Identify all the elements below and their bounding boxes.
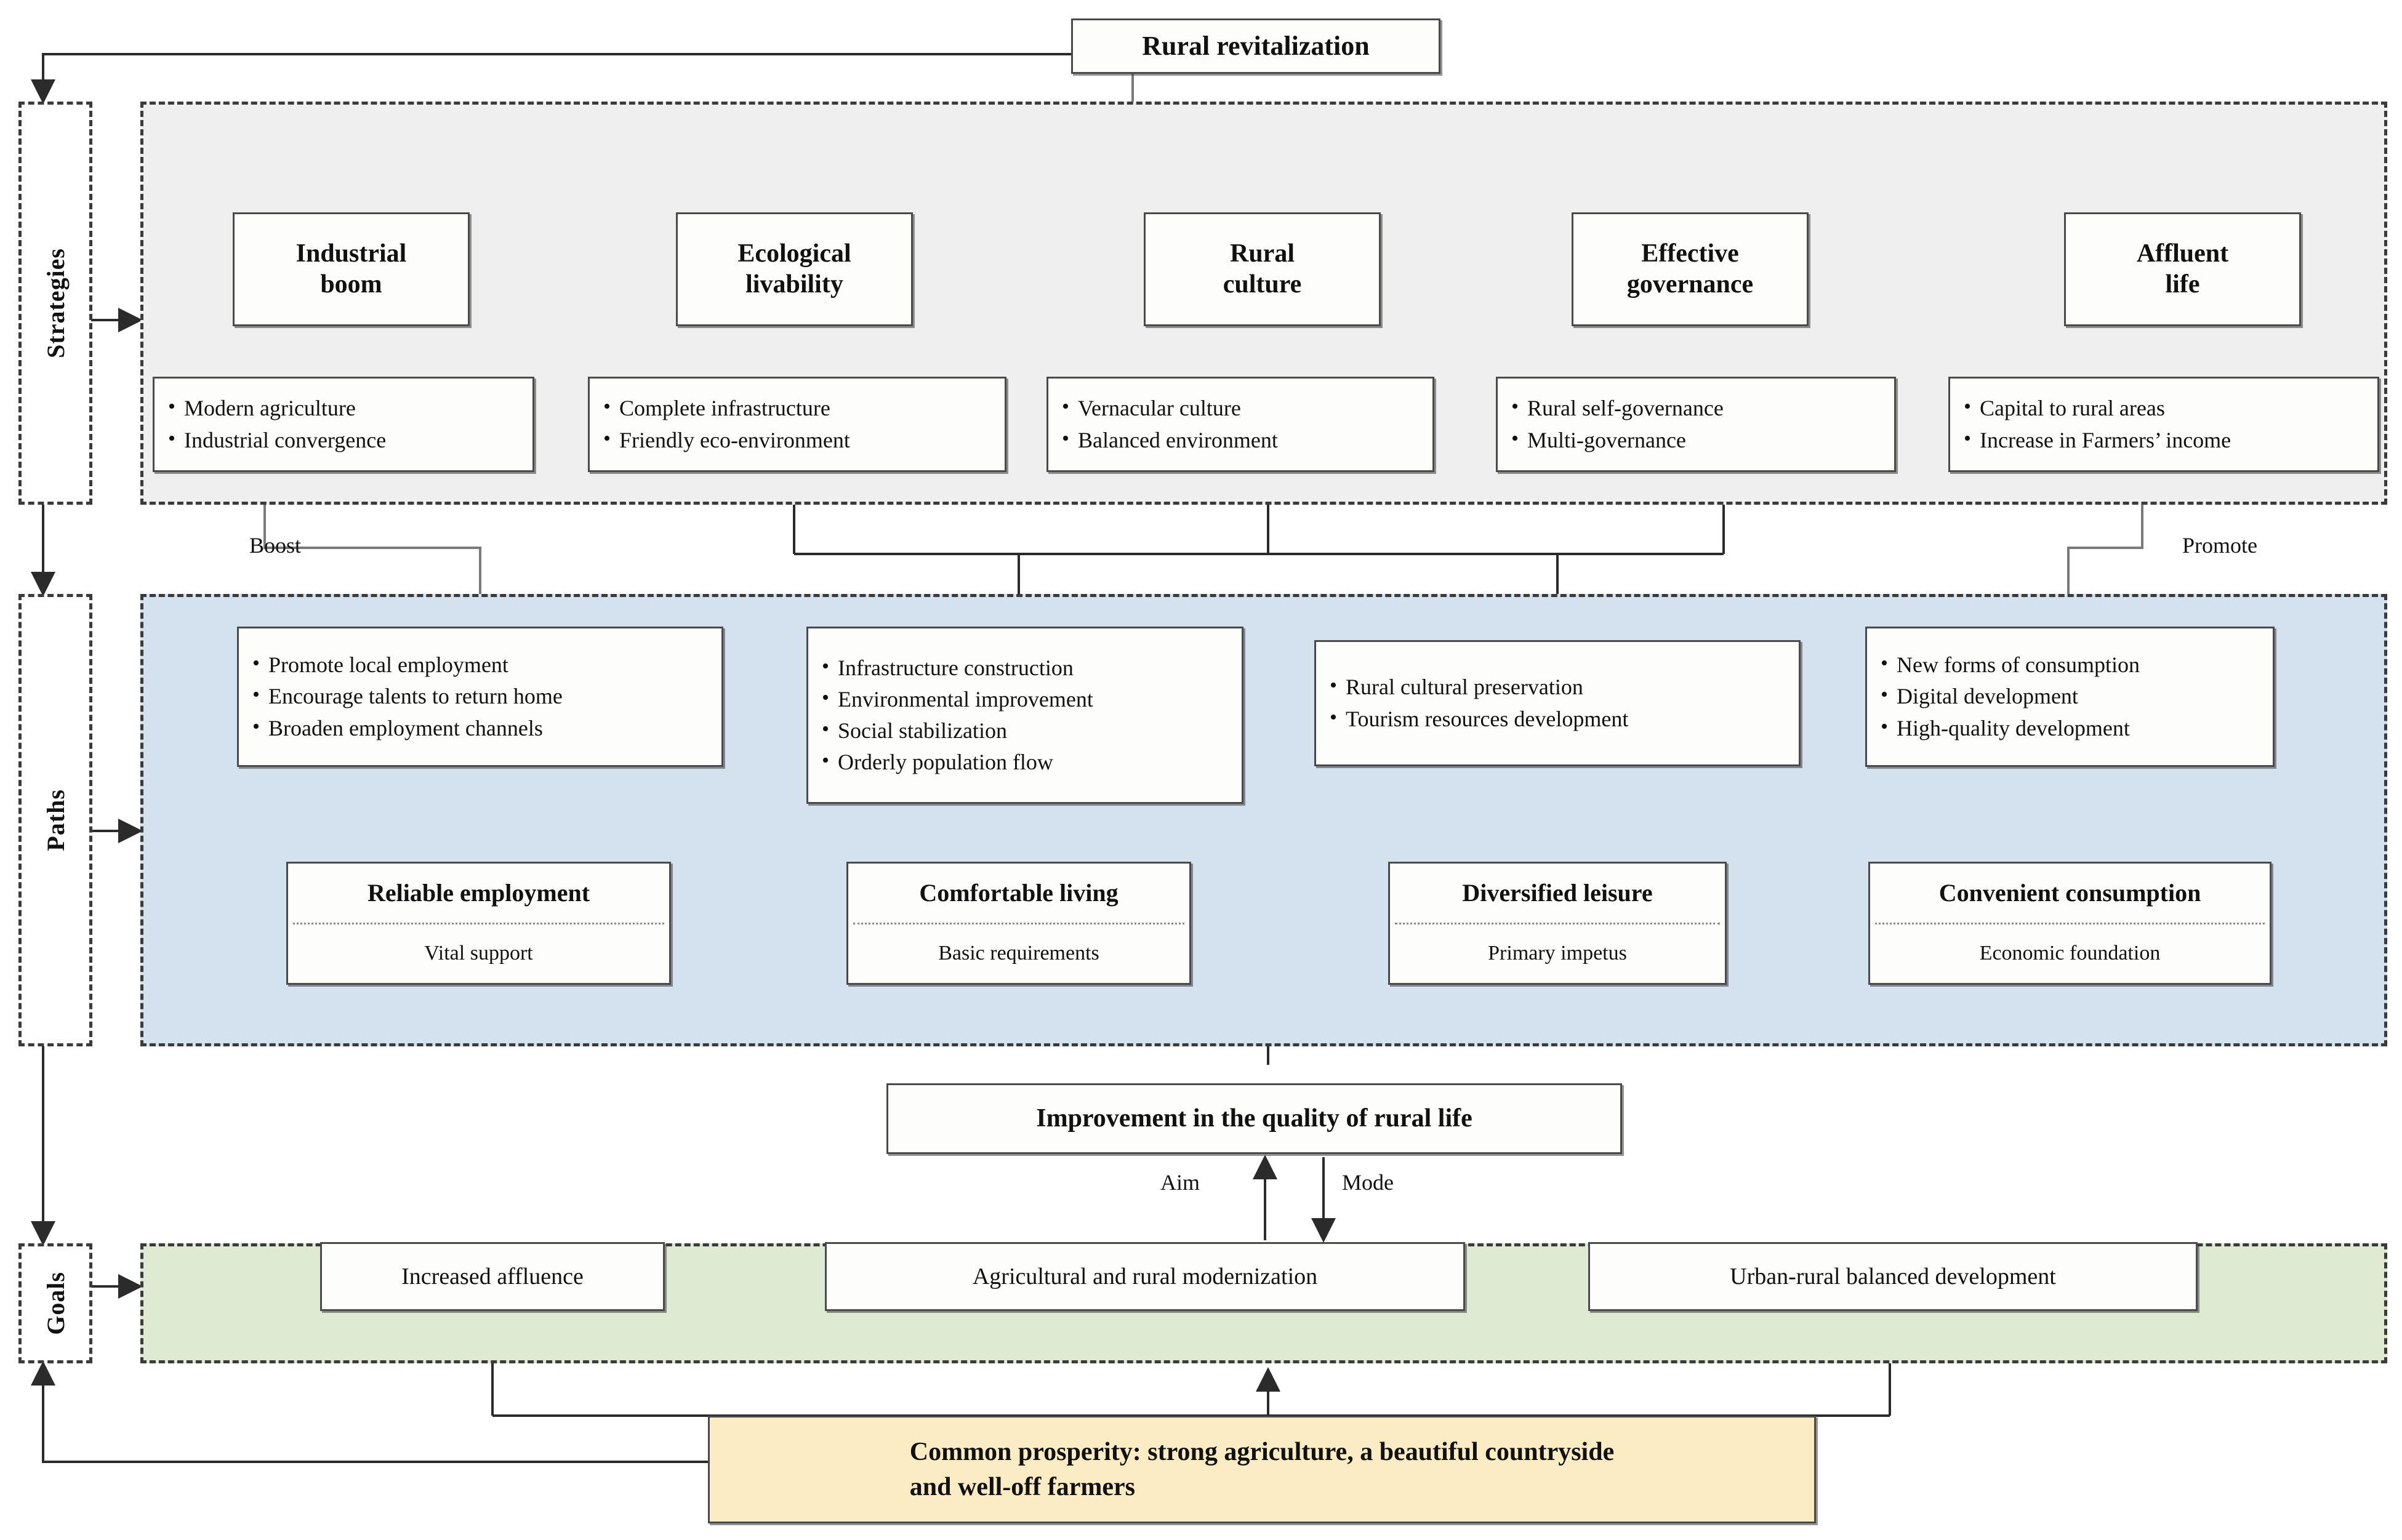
- bullet-item: Balanced environment: [1062, 423, 1424, 456]
- prosperity-banner[interactable]: Common prosperity: strong agriculture, a…: [708, 1416, 1816, 1523]
- path-bullets-reliable-employment: Promote local employment Encourage talen…: [237, 627, 723, 767]
- root-node[interactable]: Rural revitalization: [1071, 18, 1440, 74]
- prosperity-line-2: and well-off farmers: [909, 1472, 1135, 1501]
- bullet-item: Digital development: [1881, 680, 2264, 712]
- prosperity-line-1: Common prosperity: strong agriculture, a…: [909, 1437, 1615, 1466]
- strategy-bullets-industrial-boom: Modern agriculture Industrial convergenc…: [153, 377, 534, 472]
- path-card-diversified-leisure[interactable]: Diversified leisure Primary impetus: [1388, 862, 1727, 985]
- bullet-item: Rural cultural preservation: [1330, 671, 1790, 703]
- goal-label: Increased affluence: [401, 1263, 584, 1289]
- edge-label-promote: Promote: [2182, 533, 2257, 558]
- bullet-item: Increase in Farmers’ income: [1964, 423, 2369, 456]
- bullet-item: New forms of consumption: [1881, 649, 2264, 681]
- bullet-item: High-quality development: [1881, 712, 2264, 744]
- path-card-reliable-employment[interactable]: Reliable employment Vital support: [286, 862, 671, 985]
- band-chip-strategies: Strategies: [18, 102, 92, 505]
- goal-label: Urban-rural balanced development: [1730, 1263, 2056, 1289]
- band-chip-strategies-label: Strategies: [41, 248, 70, 358]
- bullet-item: Broaden employment channels: [252, 712, 713, 744]
- path-bullets-convenient-consumption: New forms of consumption Digital develop…: [1865, 627, 2275, 767]
- bullet-item: Promote local employment: [252, 649, 713, 681]
- bullet-item: Vernacular culture: [1062, 392, 1424, 424]
- bullet-item: Orderly population flow: [822, 746, 1233, 778]
- bullet-item: Encourage talents to return home: [252, 680, 713, 712]
- strategy-title-industrial-boom[interactable]: Industrial boom: [233, 212, 470, 326]
- strategy-title-ecological-livability[interactable]: Ecological livability: [676, 212, 913, 326]
- bullet-item: Social stabilization: [822, 715, 1233, 747]
- bullet-item: Infrastructure construction: [822, 652, 1233, 684]
- path-bullets-comfortable-living: Infrastructure construction Environmenta…: [806, 627, 1243, 804]
- strategy-title-label: Ecological livability: [737, 239, 851, 299]
- strategy-title-rural-culture[interactable]: Rural culture: [1144, 212, 1381, 326]
- divider: [1875, 922, 2265, 924]
- bullet-item: Friendly eco-environment: [603, 423, 996, 456]
- goal-urban-rural-balanced-development[interactable]: Urban-rural balanced development: [1588, 1242, 2198, 1311]
- strategy-bullets-rural-culture: Vernacular culture Balanced environment: [1046, 377, 1434, 472]
- bullet-item: Capital to rural areas: [1964, 392, 2369, 424]
- bullet-item: Modern agriculture: [168, 392, 524, 424]
- path-card-convenient-consumption[interactable]: Convenient consumption Economic foundati…: [1868, 862, 2271, 985]
- band-chip-goals: Goals: [18, 1243, 92, 1363]
- divider: [853, 922, 1184, 924]
- strategy-bullets-effective-governance: Rural self-governance Multi-governance: [1496, 377, 1896, 472]
- edge-label-mode: Mode: [1342, 1170, 1394, 1195]
- divider: [1395, 922, 1720, 924]
- band-chip-paths-label: Paths: [41, 789, 70, 851]
- divider: [293, 922, 664, 924]
- middle-node-quality-of-rural-life[interactable]: Improvement in the quality of rural life: [886, 1083, 1622, 1154]
- prosperity-banner-text: Common prosperity: strong agriculture, a…: [910, 1435, 1614, 1504]
- strategy-title-effective-governance[interactable]: Effective governance: [1572, 212, 1809, 326]
- edge-label-aim: Aim: [1160, 1170, 1200, 1195]
- goal-label: Agricultural and rural modernization: [972, 1263, 1318, 1289]
- path-card-subtitle: Economic foundation: [1979, 942, 2161, 965]
- bullet-item: Multi-governance: [1511, 423, 1886, 456]
- path-bullets-diversified-leisure: Rural cultural preservation Tourism reso…: [1314, 640, 1801, 766]
- goal-increased-affluence[interactable]: Increased affluence: [320, 1242, 665, 1311]
- root-node-label: Rural revitalization: [1142, 31, 1370, 62]
- bullet-item: Rural self-governance: [1511, 392, 1886, 424]
- strategy-title-label: Effective governance: [1626, 239, 1754, 299]
- bullet-item: Complete infrastructure: [603, 392, 996, 424]
- goal-agricultural-rural-modernization[interactable]: Agricultural and rural modernization: [825, 1242, 1465, 1311]
- edge-label-boost: Boost: [249, 533, 302, 558]
- band-chip-goals-label: Goals: [41, 1272, 70, 1335]
- strategy-title-label: Industrial boom: [295, 239, 407, 299]
- bullet-item: Environmental improvement: [822, 683, 1233, 715]
- band-chip-paths: Paths: [18, 594, 92, 1046]
- strategy-title-label: Rural culture: [1223, 239, 1302, 299]
- strategy-bullets-affluent-life: Capital to rural areas Increase in Farme…: [1948, 377, 2379, 472]
- path-card-subtitle: Basic requirements: [938, 942, 1099, 965]
- path-card-comfortable-living[interactable]: Comfortable living Basic requirements: [846, 862, 1191, 985]
- strategy-title-affluent-life[interactable]: Affluent life: [2064, 212, 2301, 326]
- path-card-title: Comfortable living: [919, 879, 1119, 907]
- strategy-bullets-ecological-livability: Complete infrastructure Friendly eco-env…: [588, 377, 1006, 472]
- strategy-title-label: Affluent life: [2136, 239, 2229, 299]
- path-card-subtitle: Primary impetus: [1488, 942, 1627, 965]
- path-card-title: Diversified leisure: [1462, 879, 1653, 907]
- path-card-title: Reliable employment: [367, 879, 590, 907]
- middle-node-label: Improvement in the quality of rural life: [1036, 1104, 1472, 1133]
- bullet-item: Industrial convergence: [168, 423, 524, 456]
- path-card-subtitle: Vital support: [424, 942, 533, 965]
- path-card-title: Convenient consumption: [1938, 879, 2201, 907]
- bullet-item: Tourism resources development: [1330, 702, 1790, 735]
